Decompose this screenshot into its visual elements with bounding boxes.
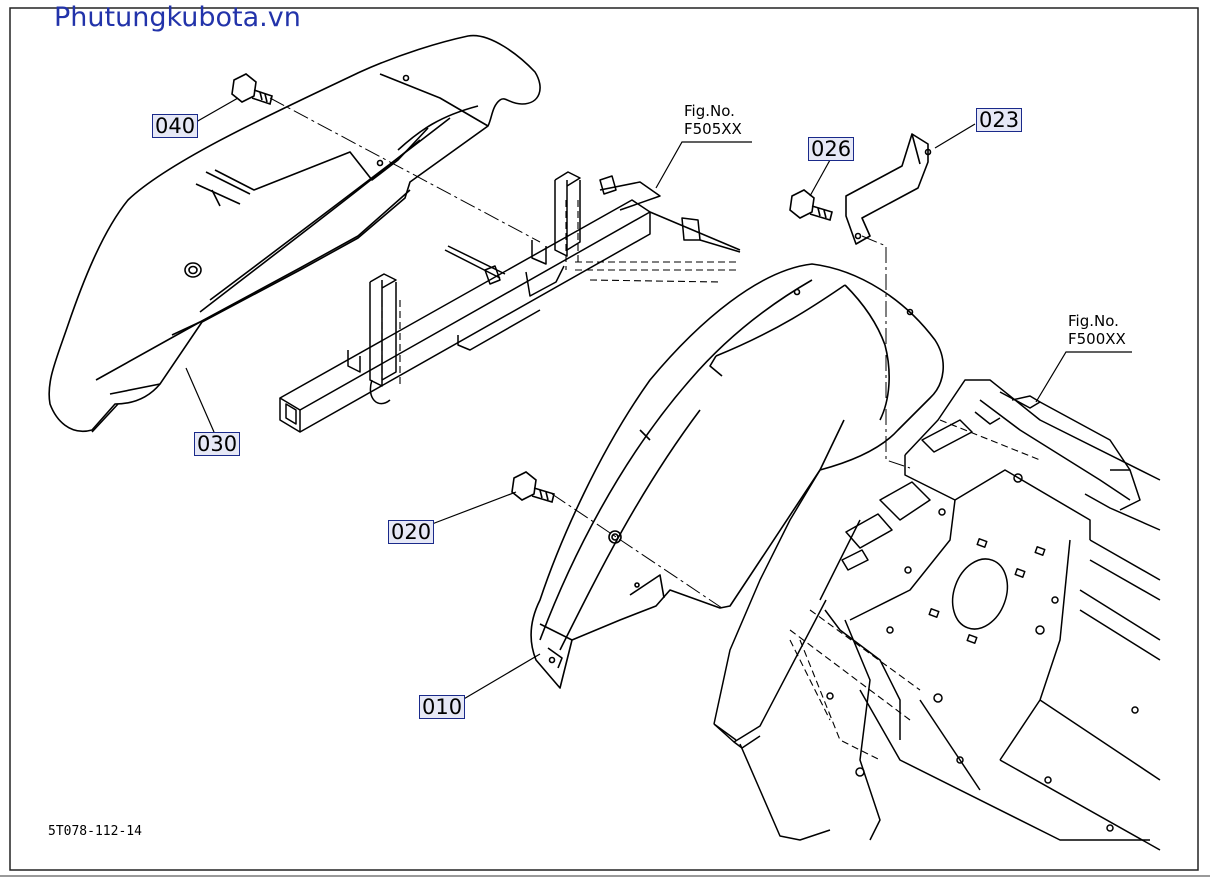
machine-frame-drawing — [713, 379, 1161, 851]
part-label-023[interactable]: 023 — [976, 108, 1023, 132]
centre-lines — [269, 97, 911, 609]
figure-ref-f505-line2: F505XX — [684, 120, 742, 138]
leader-010 — [461, 653, 541, 701]
figure-ref-f505[interactable]: Fig.No. F505XX — [684, 102, 742, 138]
leader-lines — [185, 97, 1132, 701]
leader-026 — [809, 159, 831, 197]
part-label-040[interactable]: 040 — [152, 114, 199, 138]
frame-right-hidden-lines — [789, 419, 1041, 761]
leader-040 — [195, 97, 239, 123]
diagram-frame — [9, 7, 1199, 871]
part-label-030[interactable]: 030 — [194, 432, 241, 456]
cover-010-drawing — [530, 263, 945, 689]
drawing-code: 5T078-112-14 — [48, 824, 142, 839]
frame-hidden-lines — [381, 200, 740, 385]
frame-bracket-drawing — [279, 171, 741, 433]
figure-ref-f500[interactable]: Fig.No. F500XX — [1068, 312, 1126, 348]
bolt-026-drawing — [789, 189, 833, 222]
bracket-023-drawing — [845, 133, 932, 245]
figure-ref-f500-line1: Fig.No. — [1068, 312, 1119, 330]
leader-fig-f505 — [655, 141, 752, 189]
site-title: Phutungkubota.vn — [54, 2, 301, 33]
leader-fig-f500 — [1035, 351, 1132, 403]
figure-ref-f505-line1: Fig.No. — [684, 102, 735, 120]
leader-023 — [934, 123, 976, 149]
part-label-020[interactable]: 020 — [388, 520, 435, 544]
leader-030 — [185, 367, 215, 433]
part-label-026[interactable]: 026 — [808, 137, 855, 161]
part-label-010[interactable]: 010 — [419, 695, 466, 719]
leader-020 — [431, 491, 517, 525]
bolt-020-drawing — [511, 471, 555, 504]
cover-030-drawing — [48, 34, 541, 433]
bolt-040-drawing — [231, 73, 273, 106]
figure-ref-f500-line2: F500XX — [1068, 330, 1126, 348]
